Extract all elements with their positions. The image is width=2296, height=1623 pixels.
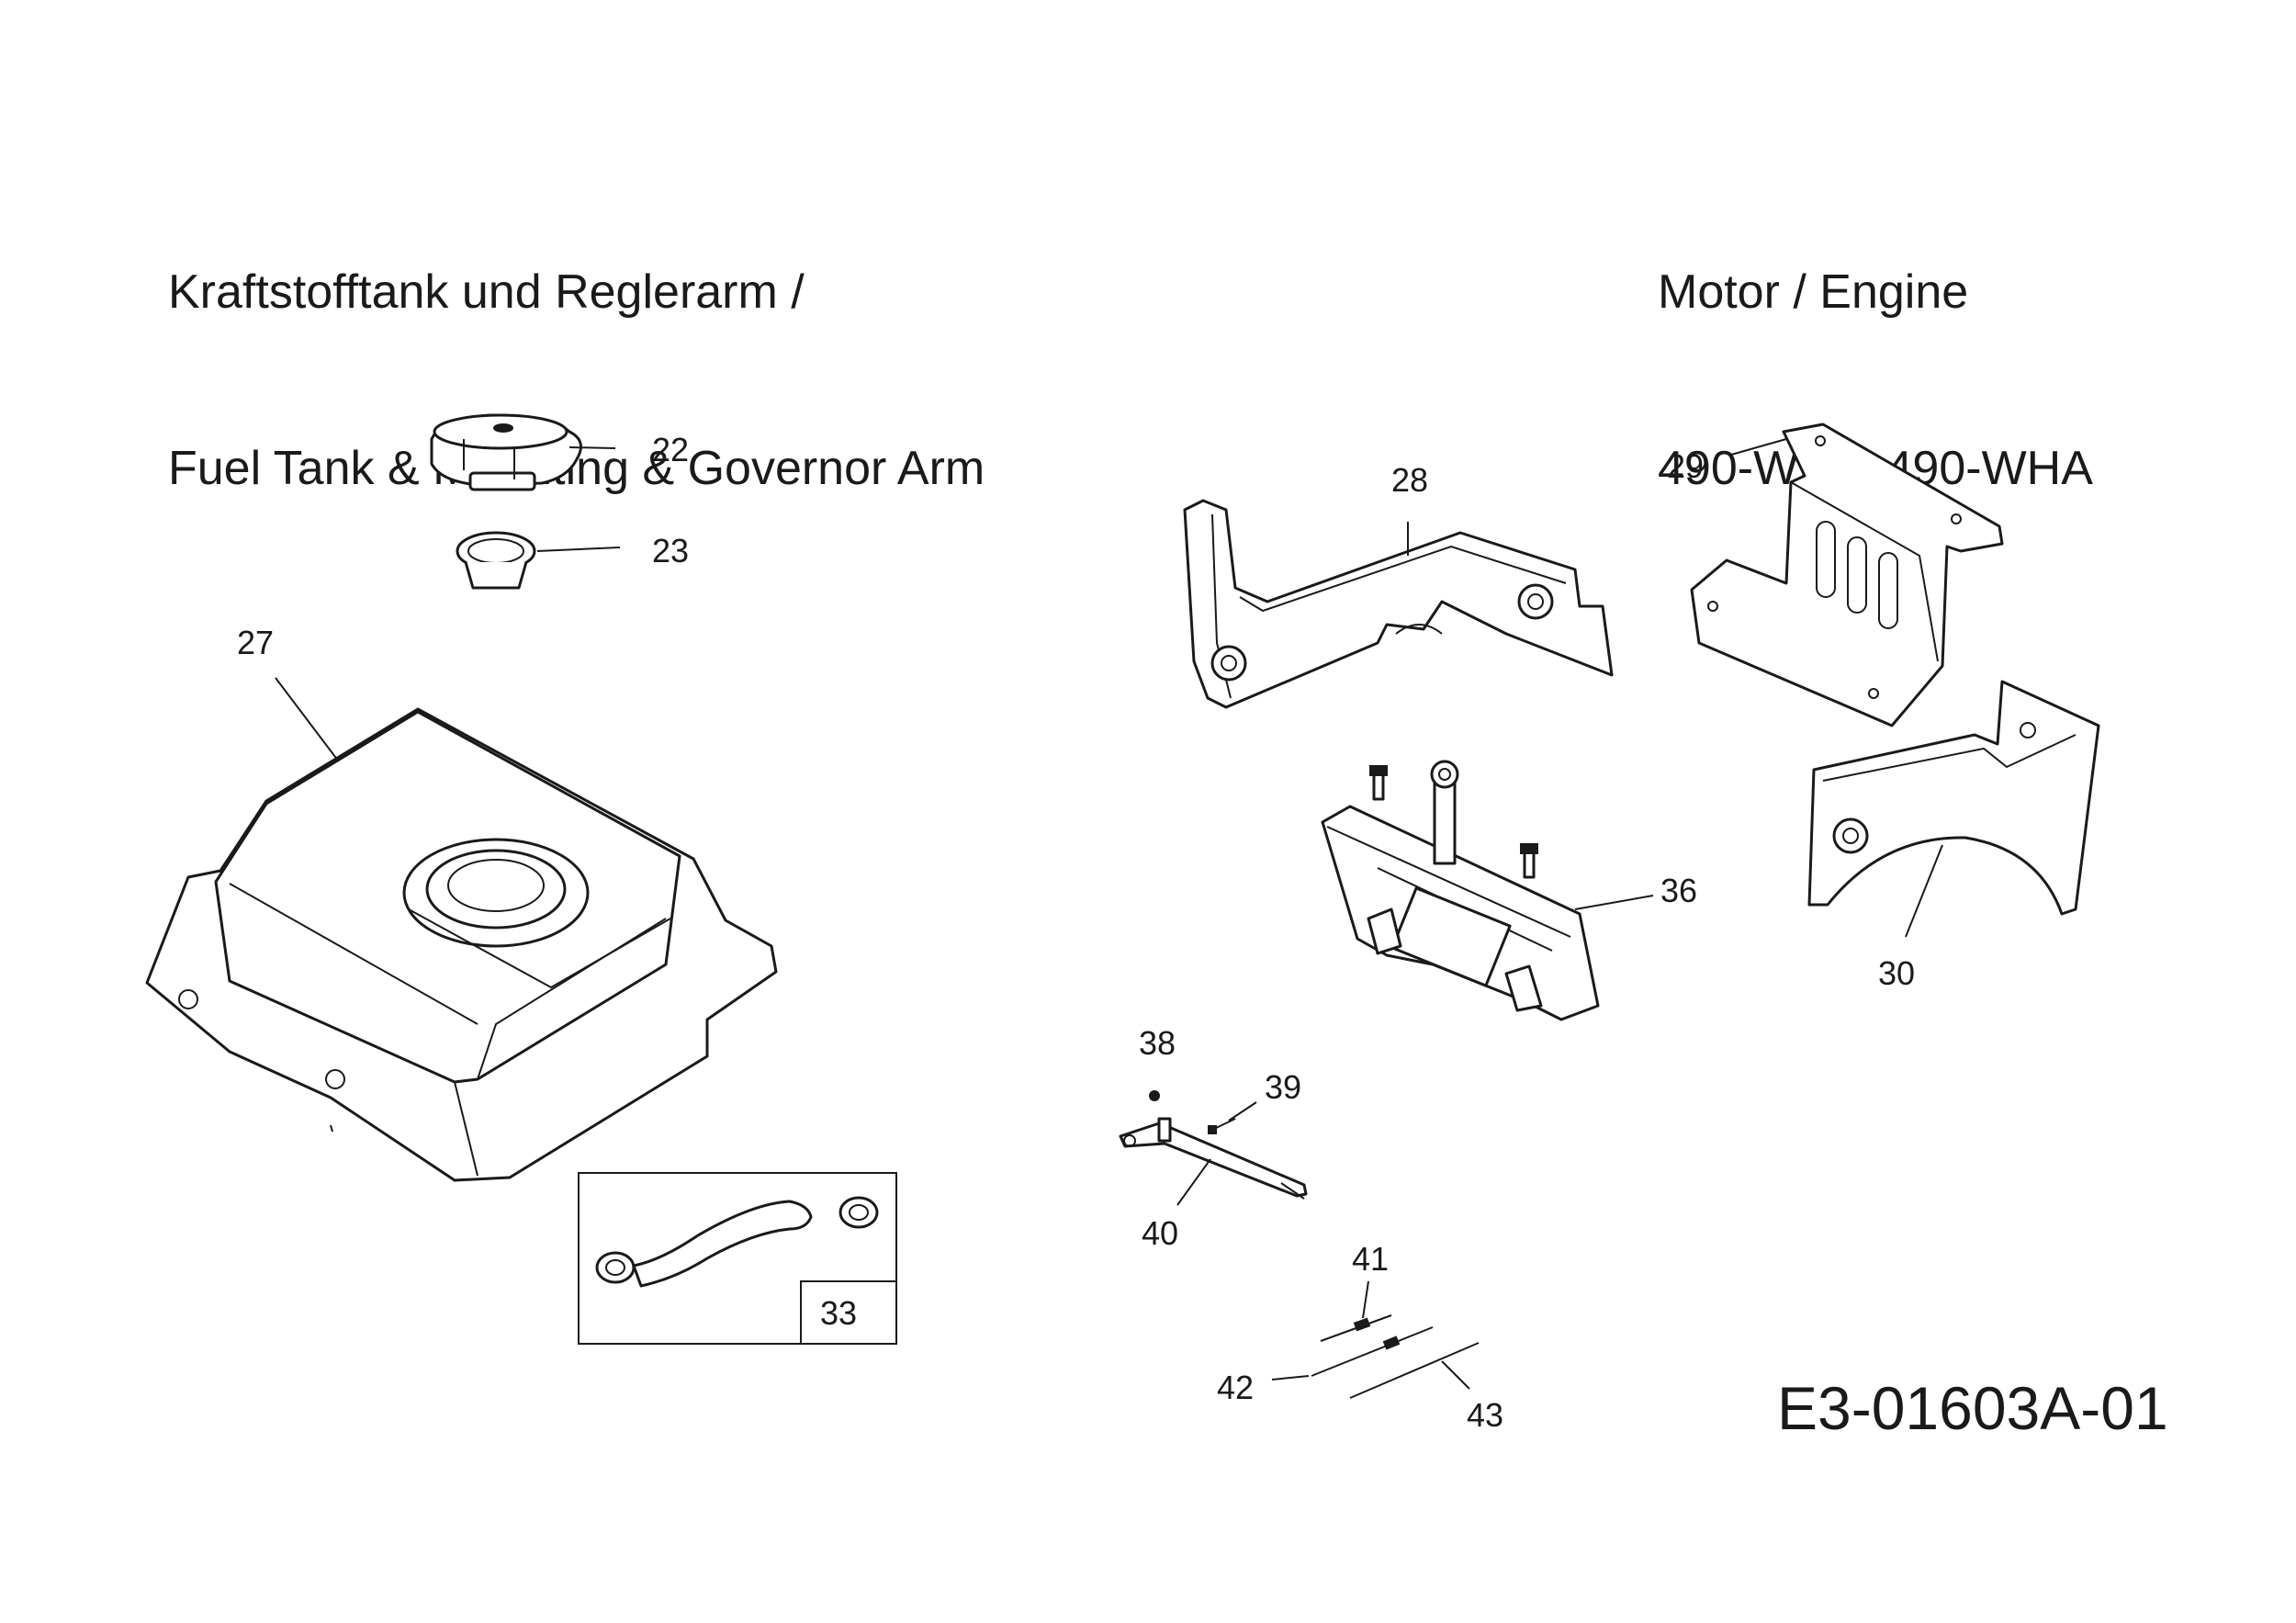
callout-38: 38	[1139, 1024, 1176, 1062]
callout-40: 40	[1142, 1214, 1178, 1252]
callout-36: 36	[1660, 872, 1697, 909]
callout-43: 43	[1467, 1396, 1503, 1434]
callout-33: 33	[820, 1294, 857, 1332]
fuel-tank-part[interactable]	[145, 707, 778, 1182]
leader-line-41	[1362, 1280, 1369, 1319]
leader-line-29	[1730, 438, 1787, 456]
fuel-strainer-part[interactable]	[456, 531, 536, 590]
callout-41: 41	[1352, 1240, 1389, 1278]
callout-29: 29	[1667, 447, 1704, 485]
callout-39: 39	[1265, 1068, 1301, 1106]
leader-line-30	[1905, 844, 1943, 938]
leader-line-43	[1441, 1360, 1470, 1390]
leader-line-27	[275, 677, 339, 761]
tank-bracket-part[interactable]	[1183, 499, 1614, 709]
governor-arm-part[interactable]	[1119, 1117, 1308, 1200]
mounting-plate-part[interactable]	[1690, 423, 2004, 727]
leader-line-36	[1574, 895, 1654, 910]
fuel-line-kit-part[interactable]	[578, 1172, 897, 1345]
title-line-german: Kraftstofftank und Reglerarm /	[168, 265, 805, 319]
leader-line-39	[1228, 1101, 1257, 1121]
side-bracket-part[interactable]	[1807, 680, 2100, 916]
callout-23: 23	[652, 532, 689, 569]
callout-28: 28	[1391, 461, 1428, 499]
leader-line-42	[1271, 1375, 1310, 1381]
leader-line-23	[536, 547, 621, 552]
governor-plate-part[interactable]	[1321, 760, 1600, 1021]
callout-30: 30	[1878, 954, 1915, 992]
fuel-cap-part[interactable]	[430, 413, 582, 491]
callout-42: 42	[1217, 1369, 1254, 1406]
engine-label: Motor / Engine	[1658, 265, 1969, 319]
diagram-title: Kraftstofftank und Reglerarm / Fuel Tank…	[168, 145, 985, 557]
title-line-english: Fuel Tank & Mounting & Governor Arm	[168, 442, 985, 495]
screw-part[interactable]	[1208, 1118, 1236, 1134]
nut-part[interactable]	[1149, 1090, 1160, 1101]
callout-27: 27	[237, 624, 274, 661]
governor-rod-part[interactable]	[1311, 1326, 1434, 1377]
document-number: E3-01603A-01	[1777, 1374, 2168, 1442]
leader-line-40	[1176, 1158, 1211, 1206]
leader-line-22	[568, 446, 616, 449]
callout-22: 22	[652, 431, 689, 468]
link-rod-part[interactable]	[1349, 1342, 1480, 1399]
governor-spring-part[interactable]	[1320, 1314, 1392, 1342]
